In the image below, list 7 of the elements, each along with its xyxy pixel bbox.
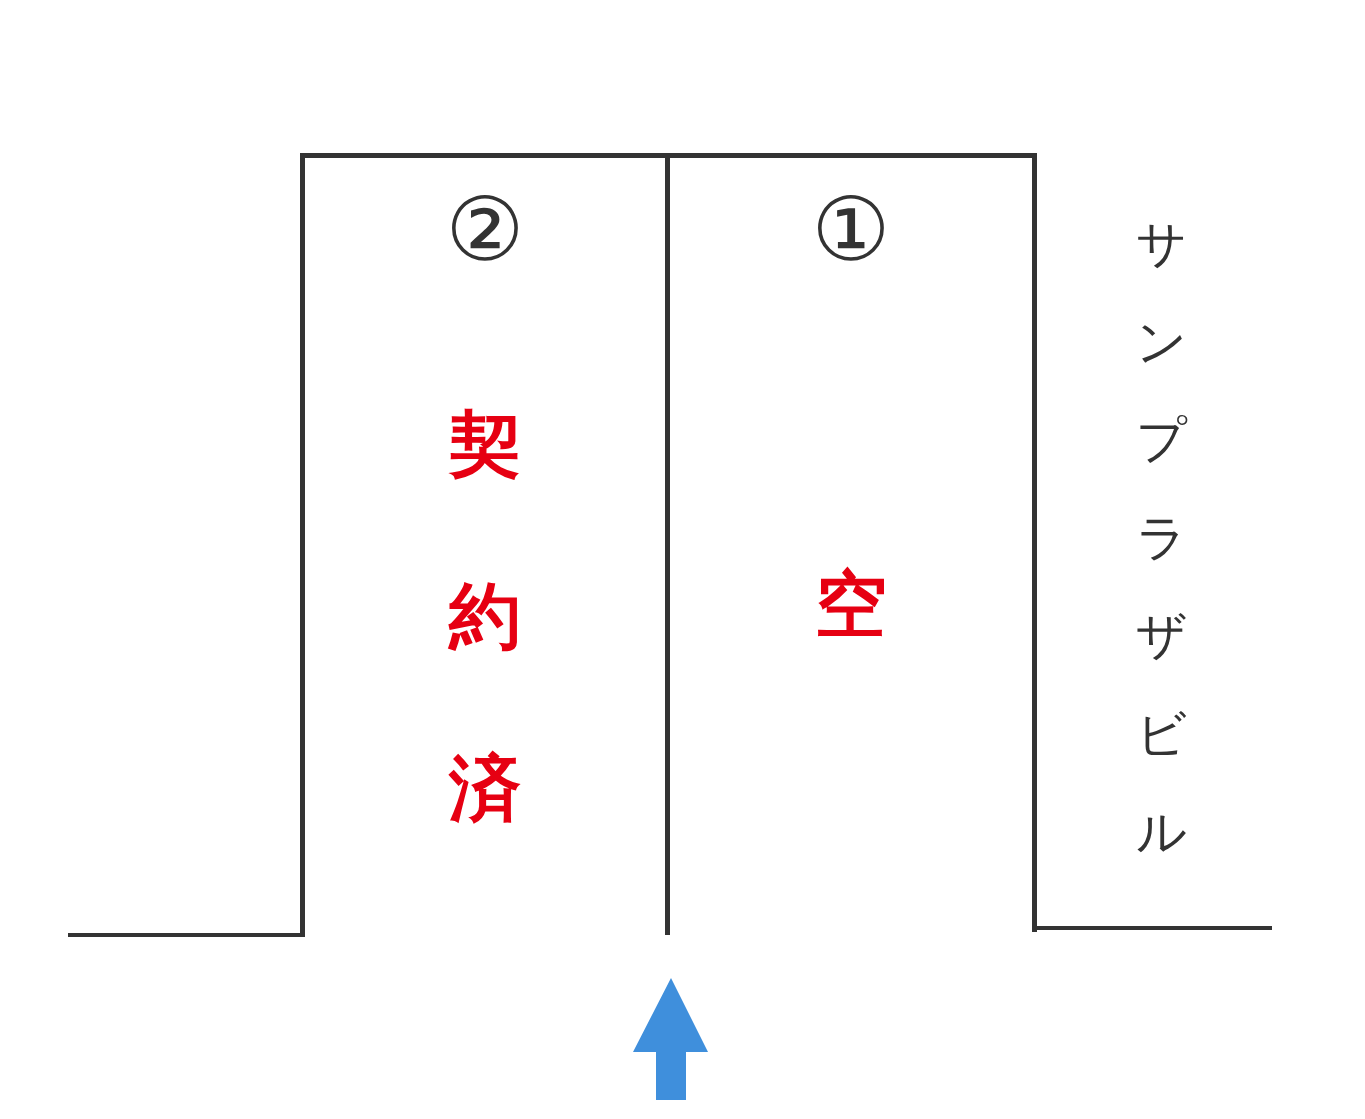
parking-space: [670, 153, 1037, 932]
parking-space: [300, 153, 670, 935]
status-text: 空: [815, 561, 887, 648]
building-name: サンプラザビル: [1136, 214, 1186, 863]
space-number: ②: [445, 186, 525, 274]
status-text: 契約済: [449, 401, 521, 832]
space-number: ①: [811, 186, 891, 274]
